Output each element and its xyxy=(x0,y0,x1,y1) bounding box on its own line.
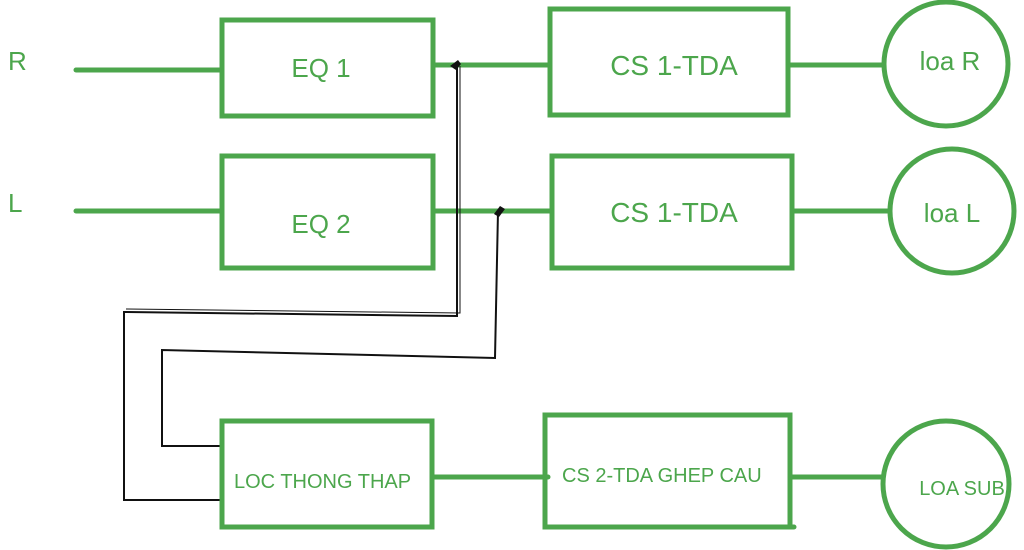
input-label-l: L xyxy=(8,188,22,218)
block-cs2-bridge-label: CS 2-TDA GHEP CAU xyxy=(562,465,762,487)
block-cs1-right[interactable] xyxy=(547,6,791,118)
block-eq2-label: EQ 2 xyxy=(291,209,350,239)
speaker-l[interactable] xyxy=(887,146,1017,276)
block-low-pass-filter[interactable] xyxy=(219,418,435,530)
speaker-sub-label: LOA SUB xyxy=(919,478,1005,500)
input-label-r: R xyxy=(8,46,27,76)
wire-eq1-to-lpf xyxy=(123,66,458,501)
block-eq1[interactable] xyxy=(219,17,436,119)
block-cs1-right-label: CS 1-TDA xyxy=(610,50,738,81)
block-low-pass-filter-label: LOC THONG THAP xyxy=(234,471,411,493)
speaker-l-label: loa L xyxy=(924,198,980,228)
speaker-r-label: loa R xyxy=(920,46,981,76)
speaker-sub[interactable] xyxy=(880,418,1012,550)
junction-dot-r xyxy=(450,60,461,70)
wire-eq1-to-lpf-double xyxy=(125,66,461,314)
block-cs2-bridge[interactable] xyxy=(542,412,793,530)
junction-dot-l xyxy=(494,206,505,217)
block-eq1-label: EQ 1 xyxy=(291,53,350,83)
wire-eq2-to-lpf xyxy=(161,210,499,447)
speaker-r[interactable] xyxy=(881,0,1011,129)
block-cs1-left-label: CS 1-TDA xyxy=(610,197,738,228)
